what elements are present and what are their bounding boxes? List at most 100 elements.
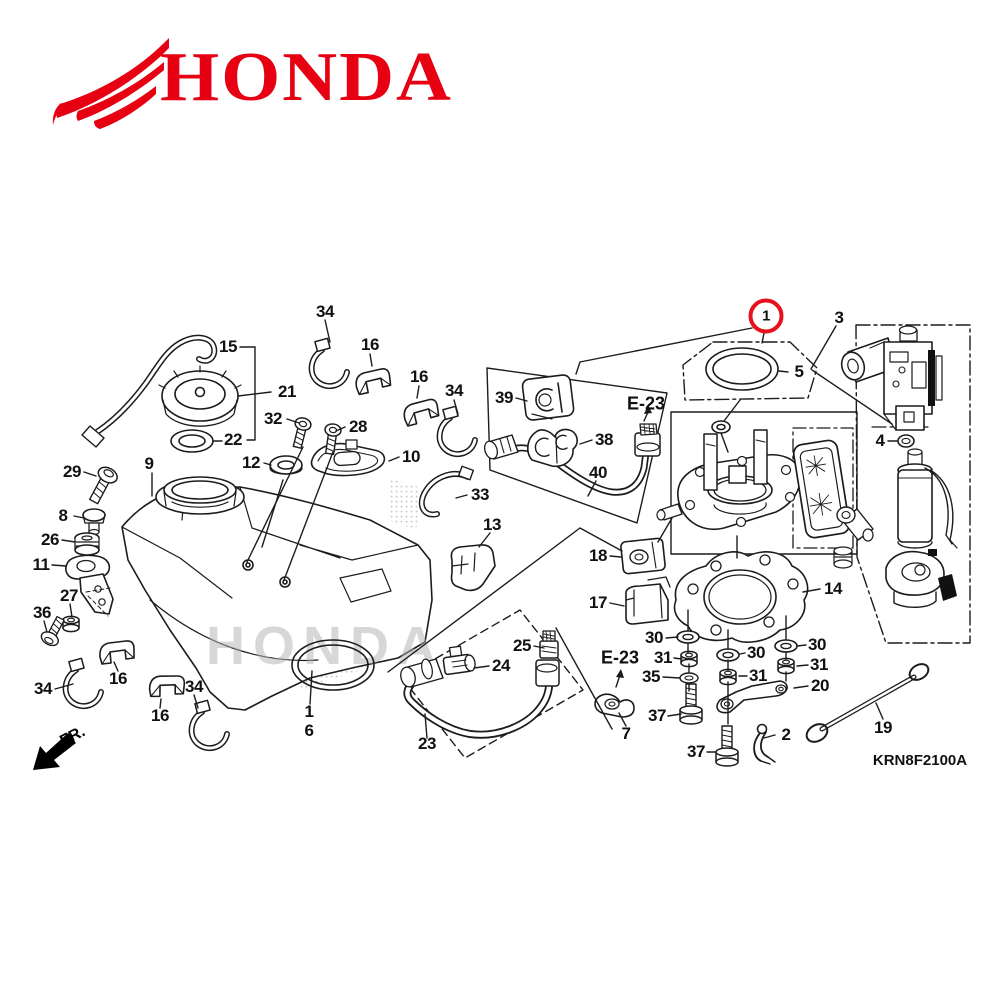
- joint-tab-7: [594, 693, 635, 718]
- tank-oring: [291, 639, 375, 691]
- callout-28: 28: [349, 417, 367, 436]
- hose-clamp-38: [527, 428, 578, 468]
- callout-40: 40: [589, 463, 607, 482]
- callout-1: 1: [304, 702, 314, 721]
- fuel-hose-box: [401, 609, 584, 759]
- callout-1: 1: [748, 298, 784, 334]
- callout-8: 8: [58, 506, 68, 525]
- small-oring: [711, 420, 731, 434]
- breather-tube: [81, 334, 218, 448]
- callout-16: 16: [410, 367, 428, 386]
- callout-34: 34: [445, 381, 463, 400]
- rubber-grommet-26: [74, 532, 100, 556]
- leader-lines: [43, 319, 898, 753]
- strainer-grommet: [833, 546, 853, 569]
- flange-bolt-36: [40, 615, 65, 647]
- callout-27: 27: [60, 586, 78, 605]
- fuel-cap: [158, 365, 242, 427]
- callout-35: 35: [642, 667, 660, 686]
- hose-clamp-39: [521, 374, 575, 421]
- pump-wire-19: [805, 663, 930, 743]
- callout-13: 13: [483, 515, 501, 534]
- callout-16: 16: [361, 335, 379, 354]
- honda-logo-text: HONDA: [160, 38, 453, 116]
- pump-rubber-17: [625, 576, 671, 625]
- callout-9: 9: [144, 454, 154, 473]
- callout-e-23: E-23: [626, 393, 666, 414]
- snap-clip-2: [753, 723, 776, 765]
- part-code: KRN8F2100A: [872, 752, 968, 769]
- tube-band-33: [418, 465, 475, 518]
- fuel-pump-plate: [656, 429, 801, 531]
- callout-15: 15: [219, 337, 237, 356]
- pipe-clip-13: [450, 544, 496, 592]
- callout-25: 25: [513, 636, 531, 655]
- callout-30: 30: [808, 635, 826, 654]
- honda-wing-icon: [52, 38, 169, 129]
- callout-16: 16: [151, 706, 169, 725]
- callout-23: 23: [418, 734, 436, 753]
- callout-3: 3: [834, 308, 844, 327]
- callout-10: 10: [402, 447, 420, 466]
- callout-e-23: E-23: [600, 647, 640, 668]
- setting-plate: [310, 439, 386, 477]
- fuel-pump-body: [897, 448, 958, 549]
- callout-37: 37: [687, 742, 705, 761]
- callout-20: 20: [811, 676, 829, 695]
- callout-29: 29: [63, 462, 81, 481]
- hose-joint-25: [539, 630, 559, 659]
- callout-16: 16: [109, 669, 127, 688]
- callout-34: 34: [185, 677, 203, 696]
- callout-24: 24: [492, 656, 510, 675]
- fuel-filter-cup: [885, 549, 957, 608]
- callout-14: 14: [824, 579, 842, 598]
- callout-5: 5: [794, 362, 804, 381]
- drain-hose-assy: [400, 658, 560, 739]
- base-gasket-14: [673, 551, 809, 643]
- callout-19: 19: [874, 718, 892, 737]
- callout-17: 17: [589, 593, 607, 612]
- pump-rubber-18: [620, 537, 666, 575]
- callout-32: 32: [264, 409, 282, 428]
- fuel-tank: [121, 476, 433, 711]
- callout-12: 12: [242, 453, 260, 472]
- callout-31: 31: [810, 655, 828, 674]
- callout-11: 11: [32, 555, 50, 574]
- flange-nut-27: [62, 615, 80, 633]
- oring-4: [897, 434, 915, 448]
- callout-36: 36: [33, 603, 51, 622]
- collar-8: [82, 508, 106, 536]
- honda-logo: HONDA: [48, 34, 548, 134]
- hose-assembly-box: [486, 367, 668, 524]
- pump-unit-top: [840, 325, 943, 431]
- washer-35: [679, 672, 699, 684]
- oring-position-hexagon: [682, 341, 818, 401]
- callout-38: 38: [595, 430, 613, 449]
- callout-33: 33: [471, 485, 489, 504]
- oring-5: [705, 347, 779, 391]
- callout-34: 34: [316, 302, 334, 321]
- callout-31: 31: [654, 648, 672, 667]
- tank-bracket-11: [65, 554, 114, 617]
- fuel-strainer: [792, 439, 851, 539]
- callout-21: 21: [278, 382, 296, 401]
- callout-4: 4: [875, 431, 885, 450]
- strainer-joint: [836, 506, 874, 542]
- callout-18: 18: [589, 546, 607, 565]
- callout-34: 34: [34, 679, 52, 698]
- cap-washer: [170, 429, 214, 453]
- callout-30: 30: [645, 628, 663, 647]
- callout-6: 6: [304, 721, 314, 740]
- callout-39: 39: [495, 388, 513, 407]
- callout-26: 26: [41, 530, 59, 549]
- flange-bolt-29: [88, 466, 118, 505]
- front-direction-arrow: [33, 733, 76, 770]
- callout-22: 22: [224, 430, 242, 449]
- callout-37: 37: [648, 706, 666, 725]
- callout-2: 2: [781, 725, 791, 744]
- callout-30: 30: [747, 643, 765, 662]
- callout-31: 31: [749, 666, 767, 685]
- hose-clamp-24: [442, 645, 476, 676]
